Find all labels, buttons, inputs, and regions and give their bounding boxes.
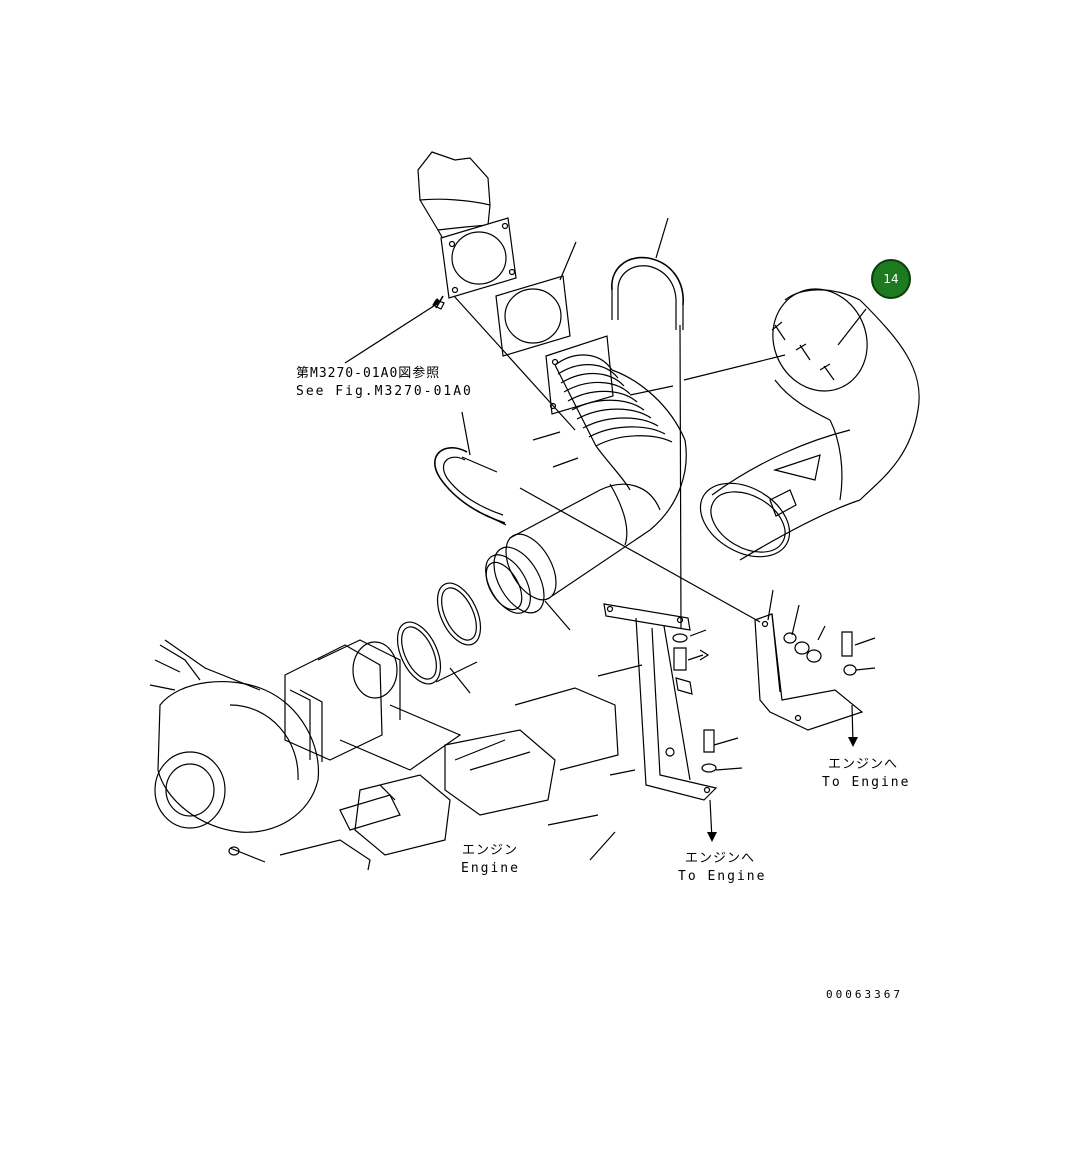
- band-clamp-lower: [434, 446, 507, 526]
- o-ring-pair: [396, 582, 482, 685]
- center-bracket-hardware: [672, 633, 717, 773]
- to-engine-arrow-right: [848, 704, 858, 747]
- ref-pointer-arrow: [432, 298, 440, 308]
- to-engine-center-jp: エンジンへ: [685, 851, 756, 866]
- bellows-duct: [554, 354, 687, 546]
- gasket: [495, 275, 571, 357]
- right-bracket: [754, 613, 864, 731]
- part-callout-14[interactable]: 14: [871, 259, 911, 299]
- upper-flange: [440, 217, 517, 299]
- to-engine-center-en: To Engine: [678, 869, 767, 884]
- right-bracket-hardware: [783, 631, 857, 676]
- engine-block: [228, 639, 636, 871]
- reference-note-jp: 第M3270-01A0図参照: [296, 366, 441, 381]
- leader-lines: [344, 217, 876, 771]
- document-number: 00063367: [826, 988, 903, 1001]
- turbocharger: [149, 639, 320, 833]
- lower-tube: [485, 489, 651, 614]
- reference-note-en: See Fig.M3270-01A0: [296, 384, 473, 399]
- to-engine-right-jp: エンジンへ: [828, 757, 899, 772]
- u-clamp-upper: [611, 256, 684, 330]
- large-elbow-duct: [699, 288, 920, 561]
- to-engine-right-en: To Engine: [822, 775, 911, 790]
- engine-label-jp: エンジン: [462, 843, 519, 858]
- to-engine-arrow-center: [707, 799, 717, 842]
- engine-label-en: Engine: [461, 861, 520, 876]
- center-bracket: [603, 603, 718, 801]
